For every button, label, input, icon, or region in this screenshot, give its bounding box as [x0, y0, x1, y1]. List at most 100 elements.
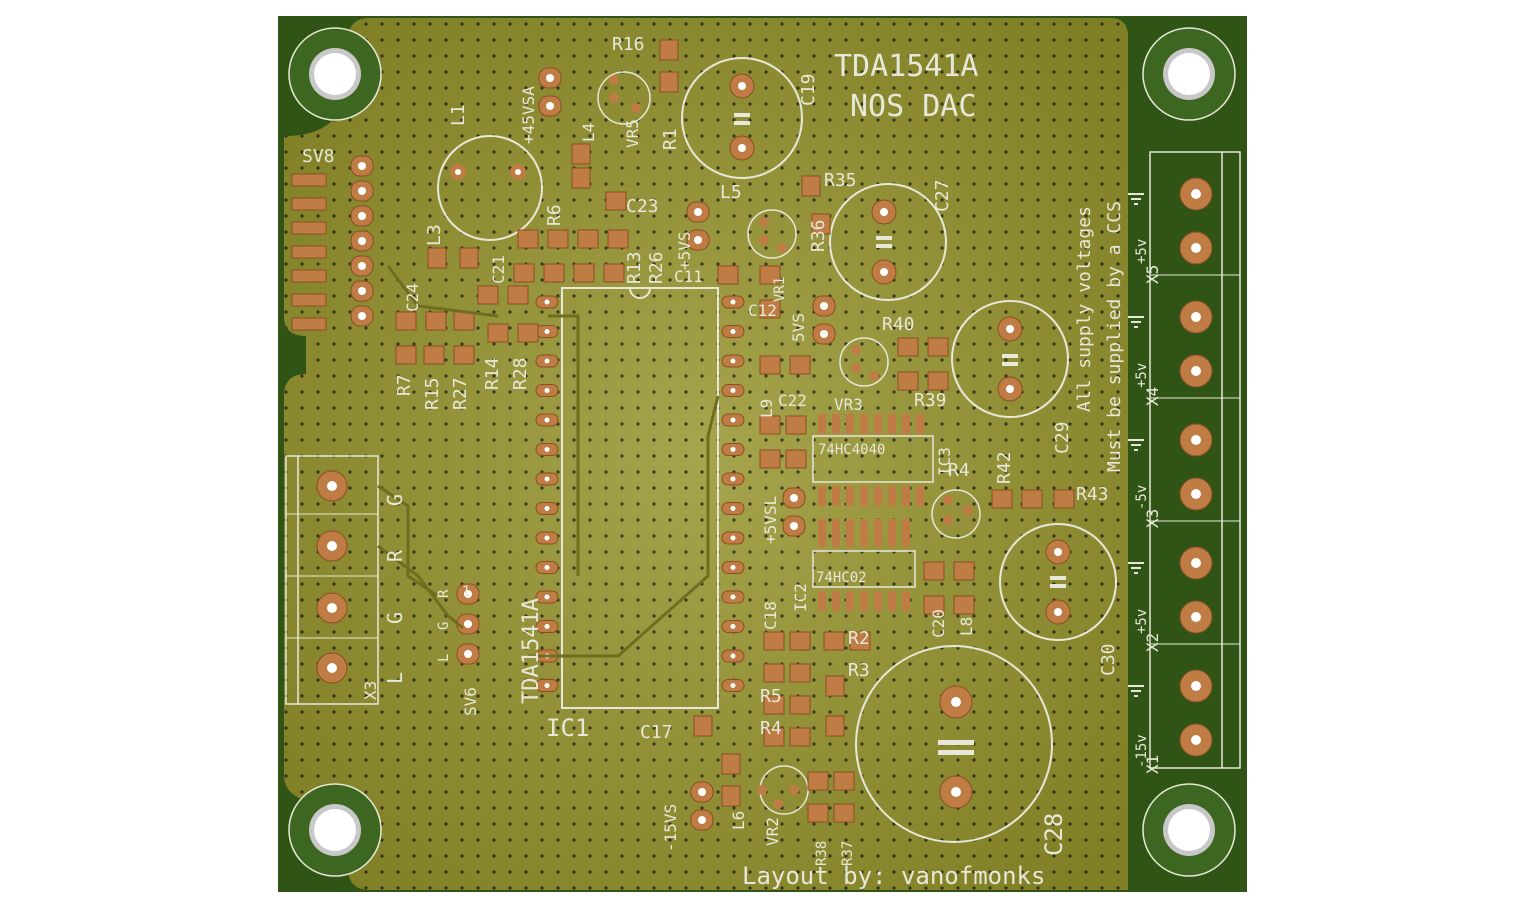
label-r43: R43: [1076, 484, 1109, 505]
label-c23: C23: [626, 196, 659, 217]
label-r38: R38: [814, 841, 830, 866]
label-c20: C20: [929, 609, 948, 638]
label-l9: L9: [757, 399, 776, 418]
label-c18: C18: [761, 601, 780, 630]
label-x2: X2: [1143, 633, 1162, 652]
label-m15vs: -15VS: [661, 804, 680, 852]
regulator-vr5: [597, 71, 651, 125]
label-c28: C28: [1040, 813, 1068, 856]
inductor-l1: [437, 135, 543, 241]
label-c12: C12: [748, 301, 777, 320]
label-hdr-g: G: [436, 622, 452, 630]
label-r28: R28: [510, 357, 531, 390]
capacitor-c27: [829, 183, 947, 301]
label-l3: L3: [424, 224, 445, 246]
label-r42: R42: [994, 451, 1015, 484]
supply-note-line2: Must be supplied by a CCS: [1104, 201, 1125, 472]
label-l1: L1: [448, 104, 469, 126]
label-r5: R5: [760, 686, 782, 707]
label-r14: R14: [482, 357, 503, 390]
label-vr1: VR1: [772, 277, 788, 302]
label-r2: R2: [848, 628, 870, 649]
label-r4-vr4: R4: [948, 460, 970, 481]
label-audio-r1: R: [383, 549, 407, 562]
label-r13: R13: [624, 251, 645, 284]
label-r3: R3: [848, 660, 870, 681]
connector-sv8: [291, 173, 327, 331]
label-c24: C24: [403, 283, 422, 312]
label-r37: R37: [840, 841, 856, 866]
regulator-vr4: [931, 489, 981, 539]
traces: [377, 265, 720, 658]
board-title-line1: TDA1541A: [834, 49, 979, 84]
label-r4: R4: [760, 718, 782, 739]
board-credit: Layout by: vanofmonks: [742, 862, 1045, 890]
capacitor-c28: [855, 645, 1053, 843]
label-hdr-l: L: [436, 654, 452, 662]
label-c19: C19: [798, 73, 819, 106]
label-c22: C22: [778, 391, 807, 410]
label-x5: X5: [1143, 265, 1162, 284]
label-r6: R6: [544, 204, 565, 226]
label-c17: C17: [640, 722, 673, 743]
label-sv6-pin1: 1: [462, 584, 470, 600]
label-r26: R26: [646, 251, 667, 284]
supply-note-line1: All supply voltages: [1074, 206, 1095, 412]
label-c21: C21: [489, 255, 508, 284]
label-audio-l: L: [383, 672, 407, 684]
label-audio-g1: G: [383, 494, 407, 506]
label-c29: C29: [1052, 421, 1073, 454]
mounting-hole-tl: [288, 27, 382, 121]
label-r35: R35: [824, 170, 857, 191]
board-title-line2: NOS DAC: [850, 89, 976, 124]
label-r39: R39: [914, 390, 947, 411]
label-x1-voltage: -15v: [1134, 734, 1150, 768]
pcb-render: TDA1541A NOS DAC Layout by: vanofmonks A…: [278, 16, 1247, 892]
ic3-chip: [812, 414, 934, 506]
pin-headers: [350, 67, 836, 831]
label-r7: R7: [394, 374, 415, 396]
ic1-chip: [535, 287, 745, 709]
ic2-chip: [812, 519, 916, 611]
label-x1: X1: [1143, 755, 1162, 774]
label-p5vs: +5VS: [675, 231, 694, 270]
label-c11: C11: [674, 267, 703, 286]
label-l5: L5: [720, 182, 742, 203]
label-x3-audio: X3: [361, 681, 380, 700]
label-ic2: IC2: [791, 583, 810, 612]
label-r1: R1: [660, 128, 681, 150]
label-x4-voltage: +5v: [1134, 363, 1150, 388]
capacitor-c19: [681, 57, 803, 179]
label-x4: X4: [1143, 387, 1162, 406]
label-sv8: SV8: [302, 146, 335, 167]
label-r36: R36: [808, 219, 829, 252]
label-audio-g2: G: [383, 612, 407, 624]
label-c27: C27: [932, 179, 953, 212]
label-x3-voltage: -5v: [1134, 485, 1150, 510]
label-ic2-part: 74HC02: [816, 570, 867, 586]
terminal-block-audio: [285, 455, 379, 705]
capacitor-c29: [951, 300, 1069, 418]
regulator-vr3: [839, 337, 889, 387]
label-sv6: SV6: [461, 687, 480, 716]
label-5vs: 5VS: [789, 313, 808, 342]
label-ic1-part: TDA1541A: [519, 598, 544, 704]
label-p5vsl: +5VSL: [761, 496, 780, 544]
label-x2-voltage: +5v: [1134, 609, 1150, 634]
regulator-vr1: [747, 209, 797, 259]
capacitor-c30: [999, 523, 1117, 641]
label-l6: L6: [729, 811, 748, 830]
label-ic1: IC1: [546, 714, 589, 742]
mounting-hole-tr: [1142, 27, 1236, 121]
label-ic3: IC3: [935, 447, 954, 476]
label-vr5: VR5: [623, 119, 642, 148]
label-c30: C30: [1098, 643, 1119, 676]
terminal-blocks-power: [1128, 151, 1241, 769]
label-p45vsa: +45VSA: [519, 86, 538, 144]
label-x5-voltage: +5v: [1134, 239, 1150, 264]
label-vr2: VR2: [763, 817, 782, 846]
mounting-hole-bl: [288, 783, 382, 877]
label-r40: R40: [882, 314, 915, 335]
label-vr3: VR3: [834, 395, 863, 414]
smd-pads: [395, 39, 1075, 823]
